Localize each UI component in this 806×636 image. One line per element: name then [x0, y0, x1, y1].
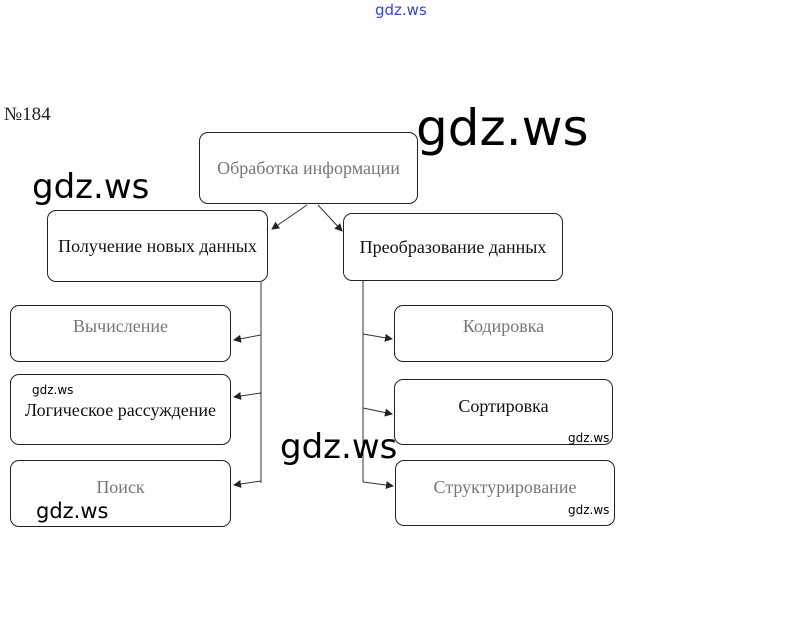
arrow-root-to-right [317, 204, 343, 232]
arrow-to-coding [362, 333, 393, 342]
node-logical-reasoning: Логическое рассуждение [10, 374, 231, 445]
watermark-medium-center: gdz.ws [280, 427, 398, 467]
arrow-root-to-left [271, 204, 308, 230]
watermark-small-logic: gdz.ws [32, 383, 74, 397]
watermark-medium-left: gdz.ws [32, 167, 150, 207]
watermark-small-struct: gdz.ws [568, 503, 610, 517]
node-structuring: Структурирование [395, 460, 615, 526]
arrow-to-calc [233, 334, 262, 343]
arrow-to-sort [362, 407, 393, 417]
node-transform-data: Преобразование данных [343, 213, 563, 281]
watermark-small-search: gdz.ws [36, 499, 109, 523]
watermark-header: gdz.ws [375, 1, 427, 19]
node-get-new-data: Получение новых данных [47, 210, 268, 282]
arrow-to-logic [233, 392, 262, 400]
watermark-large: gdz.ws [416, 99, 589, 157]
node-coding: Кодировка [394, 305, 613, 362]
watermark-small-sort: gdz.ws [568, 431, 610, 445]
node-root: Обработка информации [199, 132, 418, 204]
node-search: Поиск [10, 460, 231, 527]
node-sorting: Сортировка [394, 379, 613, 445]
arrow-to-struct [362, 481, 394, 490]
node-calculation: Вычисление [10, 305, 231, 362]
problem-number: №184 [4, 104, 51, 125]
arrow-to-search [233, 480, 262, 488]
